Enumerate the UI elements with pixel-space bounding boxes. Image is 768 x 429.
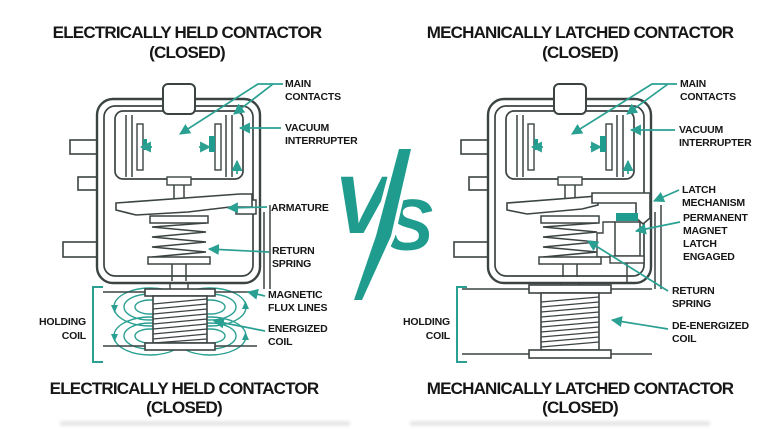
label-main-contacts-left-2: CONTACTS — [285, 91, 341, 103]
label-return-spring-right-1: RETURN — [672, 285, 715, 297]
leader-return-spring — [207, 243, 270, 256]
label-holding-coil-right-1: HOLDING — [403, 316, 450, 328]
label-return-spring-left-1: RETURN — [272, 245, 315, 257]
permanent-magnet-drawing — [616, 213, 638, 221]
label-energized-coil-2: COIL — [268, 336, 293, 348]
right-title-bottom-line2: (CLOSED) — [542, 398, 618, 417]
label-vacuum-interrupter-right-2: INTERRUPTER — [679, 137, 752, 149]
label-magnetic-flux-2: FLUX LINES — [268, 302, 327, 314]
latch-mechanism-drawing — [591, 192, 651, 226]
left-title-top-line1: ELECTRICALLY HELD CONTACTOR — [53, 23, 322, 42]
return-spring-drawing-right — [538, 215, 602, 277]
leader-magnetic-flux — [246, 288, 266, 300]
label-de-energized-coil-2: COIL — [672, 333, 697, 345]
titles: ELECTRICALLY HELD CONTACTOR (CLOSED) MEC… — [50, 23, 735, 417]
label-holding-coil-left-2: COIL — [62, 330, 87, 342]
return-spring-drawing — [147, 215, 211, 281]
right-title-bottom-line1: MECHANICALLY LATCHED CONTACTOR — [427, 379, 734, 398]
label-latch-mechanism-2: MECHANISM — [682, 197, 745, 209]
energized-coil-drawing — [103, 278, 257, 351]
left-title-top-line2: (CLOSED) — [149, 43, 225, 62]
leader-return-spring-right — [587, 240, 669, 292]
label-holding-coil-right-2: COIL — [426, 330, 451, 342]
label-magnetic-flux-1: MAGNETIC — [268, 289, 323, 301]
right-contactor-diagram: MAIN CONTACTS VACUUM INTERRUPTER LATCH M… — [403, 78, 752, 363]
left-title-bottom-line1: ELECTRICALLY HELD CONTACTOR — [50, 379, 319, 398]
left-title-bottom-line2: (CLOSED) — [146, 398, 222, 417]
leader-latch-mechanism — [652, 189, 680, 203]
holding-coil-bracket — [92, 286, 103, 363]
label-vacuum-interrupter-right-1: VACUUM — [679, 124, 724, 136]
label-vacuum-interrupter-left-1: VACUUM — [285, 122, 330, 134]
leader-main-contacts — [179, 83, 283, 135]
label-main-contacts-left-1: MAIN — [285, 78, 311, 90]
label-permanent-magnet-1: PERMANENT — [683, 212, 748, 224]
right-labels: MAIN CONTACTS VACUUM INTERRUPTER LATCH M… — [403, 78, 752, 345]
right-title-top-line2: (CLOSED) — [542, 43, 618, 62]
label-main-contacts-right-1: MAIN — [680, 78, 706, 90]
left-labels: MAIN CONTACTS VACUUM INTERRUPTER ARMATUR… — [39, 78, 358, 348]
leader-de-energized-coil — [610, 316, 669, 330]
de-energized-coil-drawing — [462, 275, 652, 359]
label-energized-coil-1: ENERGIZED — [268, 323, 328, 335]
label-return-spring-right-2: SPRING — [672, 298, 711, 310]
vs-badge: V S — [334, 145, 433, 304]
leader-energized-coil — [212, 317, 266, 332]
right-title-top-line1: MECHANICALLY LATCHED CONTACTOR — [427, 23, 734, 42]
label-main-contacts-right-2: CONTACTS — [680, 91, 736, 103]
label-latch-mechanism-1: LATCH — [682, 184, 716, 196]
label-permanent-magnet-3: LATCH — [683, 238, 717, 250]
holding-coil-bracket-right — [456, 286, 467, 363]
label-return-spring-left-2: SPRING — [272, 258, 311, 270]
leader-main-contacts-right — [571, 83, 677, 135]
label-permanent-magnet-2: MAGNET — [683, 225, 728, 237]
label-holding-coil-left-1: HOLDING — [39, 316, 86, 328]
bottom-edge-artifact — [60, 421, 710, 426]
label-de-energized-coil-1: DE-ENERGIZED — [672, 320, 750, 332]
label-permanent-magnet-4: ENGAGED — [683, 251, 735, 263]
label-armature: ARMATURE — [271, 202, 329, 214]
armature-latch-drawing — [506, 192, 651, 284]
left-contactor-diagram: MAIN CONTACTS VACUUM INTERRUPTER ARMATUR… — [39, 78, 358, 363]
label-vacuum-interrupter-left-2: INTERRUPTER — [285, 135, 358, 147]
leader-permanent-magnet — [634, 221, 681, 235]
leader-armature — [226, 202, 268, 214]
lightning-bolt-icon — [354, 149, 411, 300]
flux-arrowheads — [111, 301, 249, 342]
